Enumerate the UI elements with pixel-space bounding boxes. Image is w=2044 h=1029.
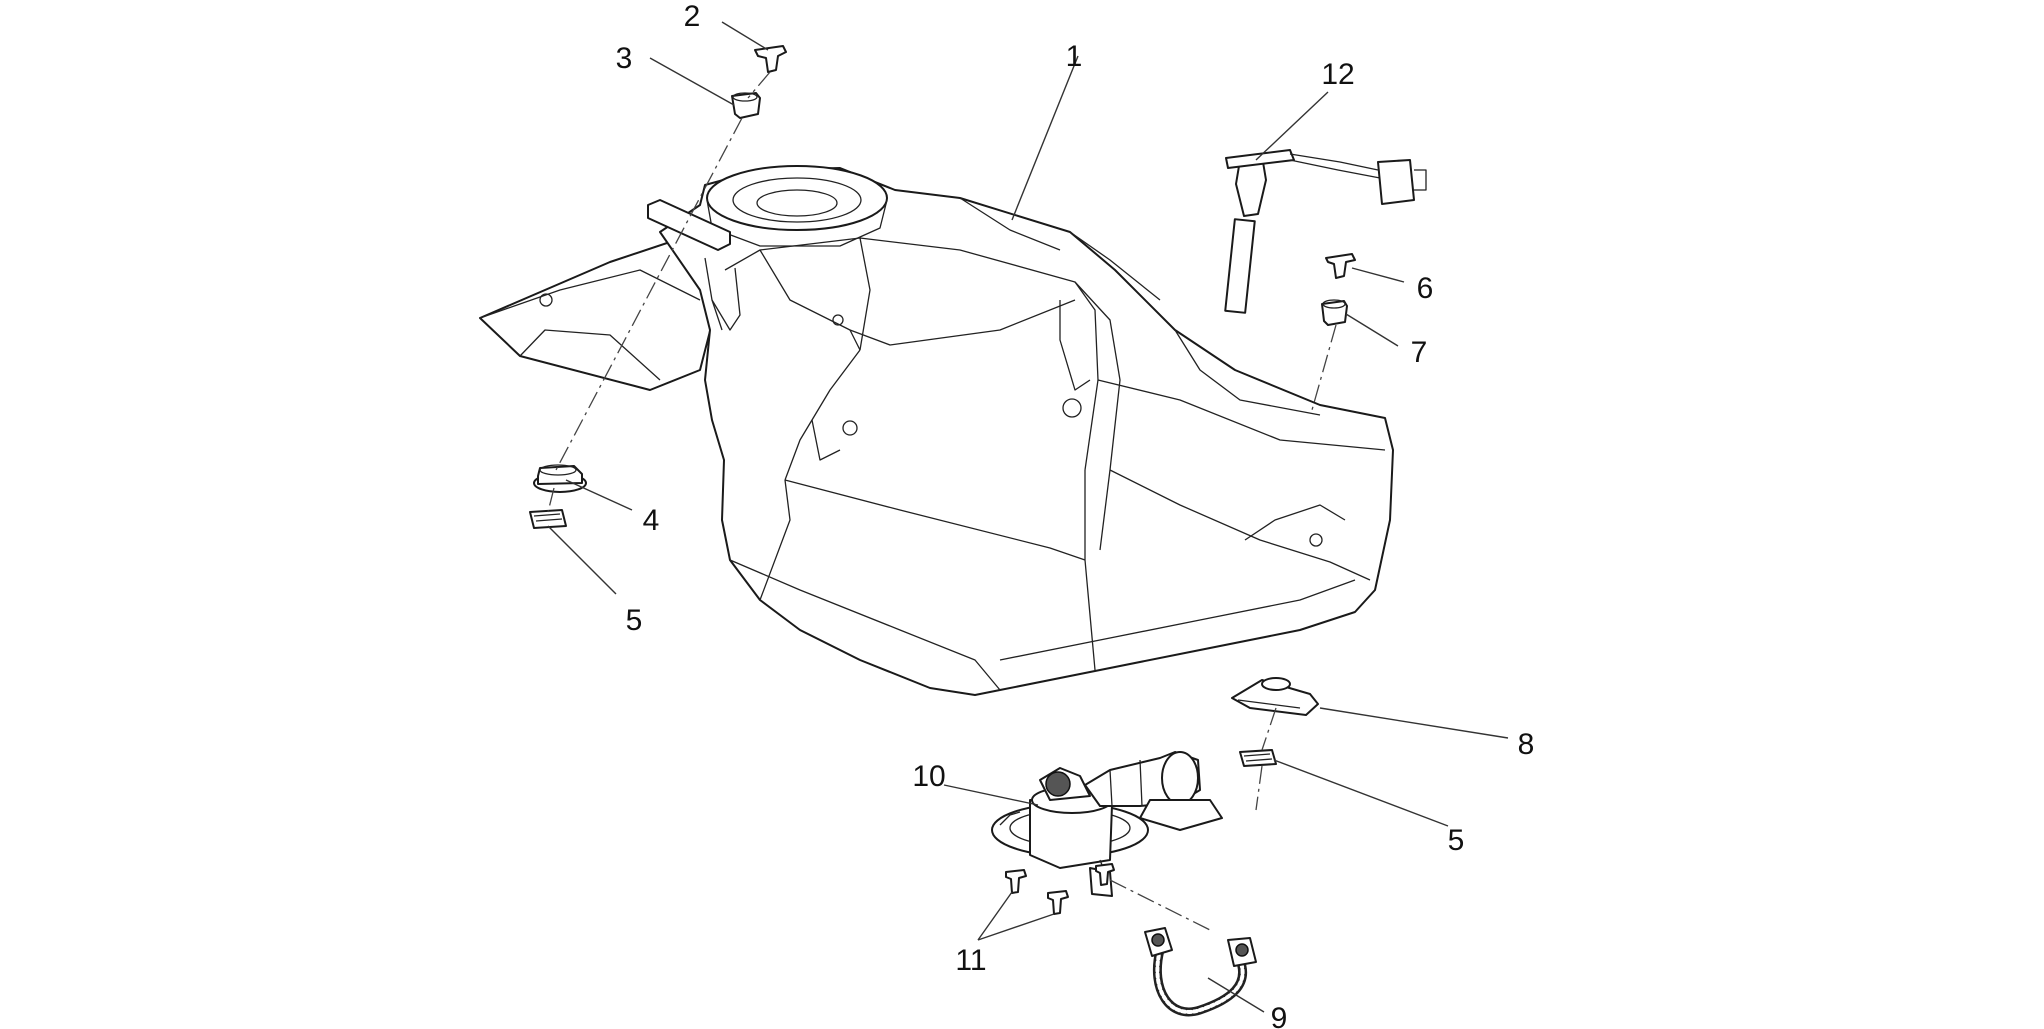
callout-5-right: 5 xyxy=(1448,824,1465,857)
assembly-axis-lines xyxy=(547,71,1337,931)
grommet-part-4 xyxy=(533,464,587,493)
callout-7: 7 xyxy=(1411,336,1428,369)
callout-12: 12 xyxy=(1321,58,1354,91)
spacer-part-7 xyxy=(1321,299,1348,326)
callout-3: 3 xyxy=(616,42,633,75)
callout-10: 10 xyxy=(912,760,945,793)
clip-nut-part-5-right xyxy=(1239,749,1277,767)
screws-part-11 xyxy=(1005,863,1115,915)
clip-nut-part-5-left xyxy=(529,509,567,529)
callout-5-left: 5 xyxy=(626,604,643,637)
fuel-pump-part-10 xyxy=(991,751,1223,897)
callout-labels: 1 2 3 4 5 6 7 8 5 9 10 11 12 xyxy=(616,0,1535,1029)
callout-9: 9 xyxy=(1271,1002,1288,1029)
screw-part-6 xyxy=(1325,253,1356,279)
callout-11: 11 xyxy=(955,944,986,977)
bracket-pad-part-8 xyxy=(1231,677,1319,716)
callout-4: 4 xyxy=(643,504,660,537)
fuel-level-sensor-part-12 xyxy=(1224,149,1427,314)
callout-1: 1 xyxy=(1066,40,1083,73)
spacer-part-3 xyxy=(731,92,761,119)
callout-2: 2 xyxy=(684,0,701,33)
fuel-hose-part-9 xyxy=(1144,927,1257,1017)
leader-lines xyxy=(547,21,1509,1013)
callout-8: 8 xyxy=(1518,728,1535,761)
callout-6: 6 xyxy=(1417,272,1434,305)
screw-part-2 xyxy=(754,45,787,73)
fuel-tank xyxy=(479,165,1394,696)
